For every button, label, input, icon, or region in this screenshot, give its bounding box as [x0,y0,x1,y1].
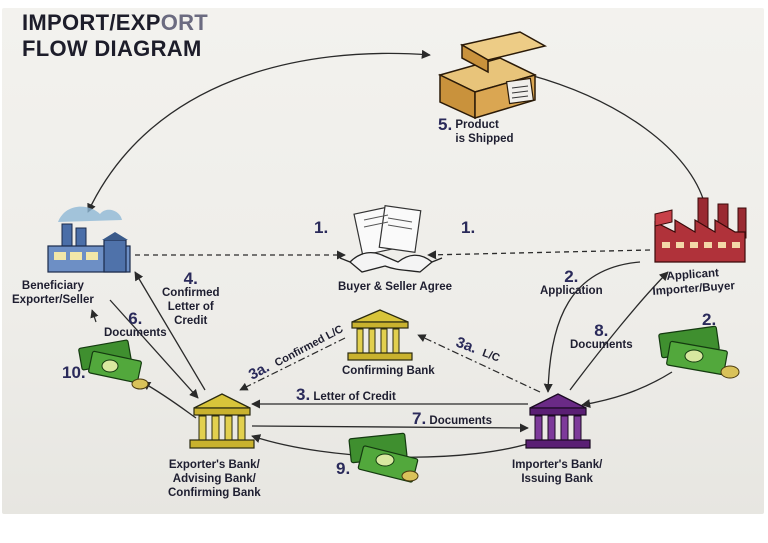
step-1-right: 1. [461,218,476,237]
importers-bank-label: Importer's Bank/ Issuing Bank [512,459,603,485]
arrow-6-documents [109,299,199,399]
step-1-left: 1. [314,218,329,237]
confirming-bank-label: Confirming Bank [342,365,435,377]
money-10-icon [78,339,149,390]
step-2-application-num: 2. [564,267,579,286]
step-6-num: 6. [128,309,143,328]
confirming-bank-icon [347,309,413,361]
title-line-1-b: ORT [160,10,209,35]
step-3a-right-num: 3a. [454,334,479,357]
step-2-right: 2. [702,310,717,329]
exporters-bank-icon [189,393,255,449]
beneficiary-factory-icon [47,206,131,273]
step-3-label: 3. Letter of Credit [296,385,396,404]
exporters-bank-label: Exporter's Bank/ Advising Bank/ Confirmi… [168,459,261,499]
title-line-1: IMPORT/EXPORT [22,10,208,36]
step-8-text: Documents [570,339,633,351]
step-4-text: Confirmed Letter of Credit [162,287,220,327]
arrow-3a-left [239,337,346,391]
beneficiary-label: Beneficiary Exporter/Seller [12,280,94,306]
step-3a-left-label: 3a. Confirmed L/C [246,320,346,384]
step-7-text: Documents [429,415,493,427]
step-6-label: 6. Documents [104,309,167,340]
arrow-2-money [581,371,673,409]
step-4-label: 4. Confirmed Letter of Credit [162,269,220,328]
title-line-2: FLOW DIAGRAM [22,36,202,61]
arrow-5-shipment-right [529,74,706,206]
step-3a-right-label: 3a. L/C [454,334,503,366]
title-line-1-a: IMPORT/EXP [22,10,161,35]
step-3a-right-text: L/C [481,347,502,364]
step-10-label: 10. [62,363,86,382]
step-4-num: 4. [183,269,198,288]
arrow-5-shipment-left [87,49,431,213]
arrow-6-up [90,309,99,323]
handshake-agreement-icon [339,205,443,273]
arrow-8-documents [569,271,669,391]
arrow-10-money [141,381,197,419]
step-3-num: 3. [296,385,311,404]
applicant-factory-icon [654,197,747,263]
shipment-boxes-icon [437,31,548,120]
step-7-label: 7. Documents [412,409,493,428]
arrow-1-right [427,249,651,260]
step-5-num: 5. [438,115,453,134]
step-5-text: Product is Shipped [455,119,514,145]
agree-label: Buyer & Seller Agree [338,281,452,293]
step-7-num: 7. [412,409,427,428]
step-2-application-text: Application [540,285,603,297]
step-2-application: 2. Application [540,267,603,298]
step-3a-left-num: 3a. [246,359,272,384]
importers-bank-icon [525,393,591,449]
diagram-title: IMPORT/EXPORT FLOW DIAGRAM [22,10,208,62]
arrow-4-confirmed-lc [134,271,206,391]
step-8-label: 8. Documents [570,321,633,352]
step-6-text: Documents [104,327,167,339]
arrow-2-application [543,261,641,393]
money-2-icon [658,325,740,379]
step-3a-left-text: Confirmed L/C [273,323,346,369]
step-5-label: 5. Product is Shipped [438,115,514,146]
step-9-label: 9. [336,459,351,478]
step-3-text: Letter of Credit [313,391,396,403]
step-8-num: 8. [594,321,609,340]
arrow-7-documents [251,423,529,433]
applicant-label: Applicant Importer/Buyer [652,267,736,298]
money-9-icon [348,432,419,483]
